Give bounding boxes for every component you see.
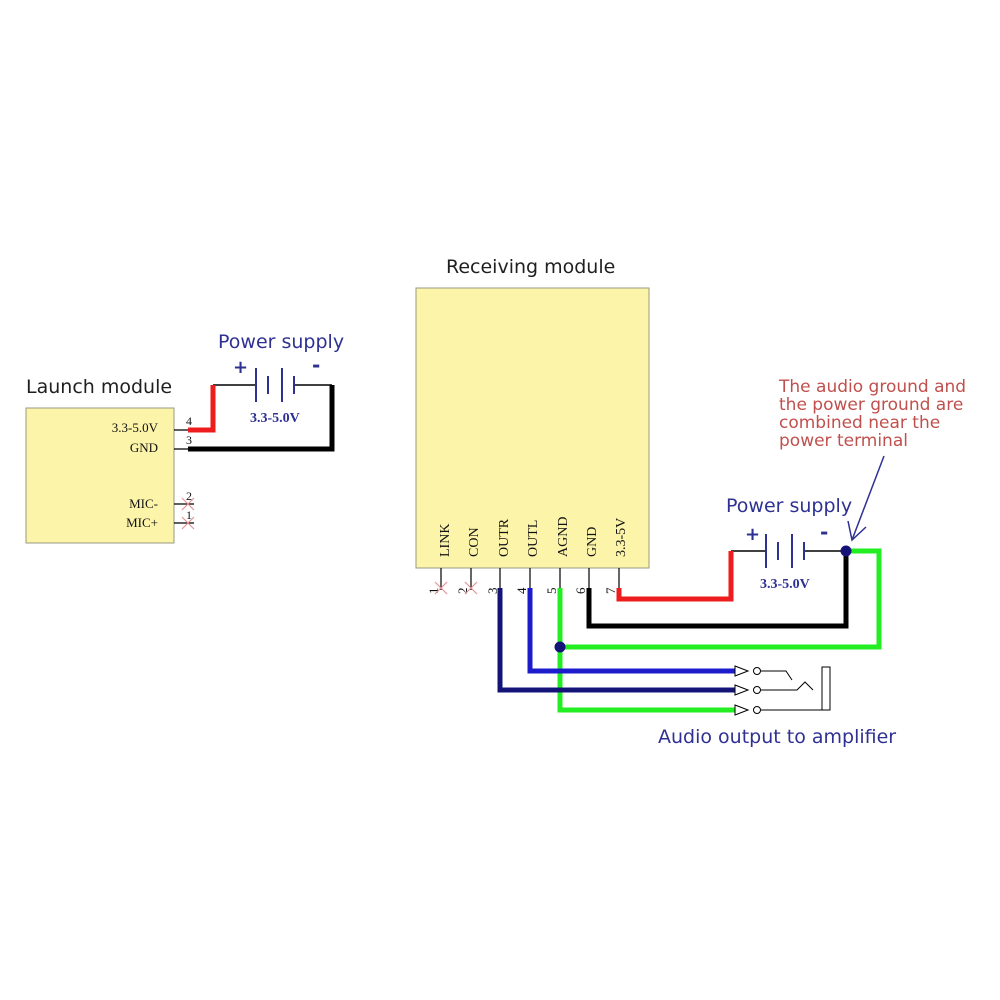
launch-pin-number-3: 3 — [186, 433, 192, 447]
receiver-pin-numbers: 1 2 3 4 5 6 7 — [426, 587, 618, 594]
receiver-pin-number-7: 7 — [603, 587, 618, 594]
receiving-module-title: Receiving module — [446, 256, 615, 278]
receiver-pin-label-con: CON — [467, 527, 482, 557]
ground-note-line-3: combined near the — [779, 413, 940, 433]
receiver-power-minus: - — [820, 520, 828, 544]
receiver-pin-label-outl: OUTL — [526, 520, 541, 557]
battery-icon — [213, 368, 332, 402]
power-ground-junction — [840, 545, 852, 557]
receiver-blue-wire — [527, 588, 735, 674]
launch-module-box — [25, 407, 175, 544]
receiver-pin-label-vcc: 3.3-5V — [614, 518, 629, 557]
launch-pin-label-gnd: GND — [130, 440, 158, 455]
ground-note-line-4: power terminal — [779, 431, 908, 451]
receiver-red-wire — [616, 551, 734, 602]
arrow-icon — [847, 455, 885, 542]
receiver-pin-label-outr: OUTR — [497, 518, 512, 557]
audio-ground-junction — [554, 641, 566, 653]
receiver-power-voltage: 3.3-5.0V — [760, 577, 810, 592]
receiver-pin-labels: LINK CON OUTR OUTL AGND GND 3.3-5V — [438, 517, 629, 557]
receiver-pin-label-gnd: GND — [585, 527, 600, 557]
launch-power-title: Power supply — [218, 331, 344, 353]
receiver-power-plus: + — [745, 524, 760, 545]
ground-note-line-1: The audio ground and — [778, 377, 966, 397]
receiver-pin-label-link: LINK — [438, 524, 453, 557]
launch-power-minus: - — [312, 353, 320, 377]
receiver-power-title: Power supply — [726, 495, 852, 517]
receiver-pin-number-2: 2 — [455, 588, 470, 595]
ground-note-line-2: the power ground are — [779, 395, 963, 415]
receiver-green-wire — [557, 548, 882, 713]
launch-no-connect-mark-2 — [181, 497, 195, 511]
receiver-pin-number-6: 6 — [573, 587, 588, 594]
audio-output-label: Audio output to amplifier — [658, 726, 896, 748]
launch-pin-label-mic-minus: MIC- — [129, 496, 158, 511]
receiver-black-wire — [586, 551, 849, 629]
launch-power-voltage: 3.3-5.0V — [250, 411, 300, 426]
launch-no-connect-mark-1 — [181, 516, 195, 530]
receiver-pin-label-agnd: AGND — [556, 517, 571, 557]
launch-pin-number-2: 2 — [186, 489, 192, 503]
receiving-module-box — [415, 287, 650, 569]
receiver-navy-wire — [497, 588, 735, 693]
receiver-pin-stubs — [440, 568, 620, 590]
receiver-pin-number-4: 4 — [514, 587, 529, 594]
battery-icon — [731, 534, 846, 568]
receiver-pin-number-1: 1 — [426, 588, 441, 595]
receiver-no-connect-mark-2 — [464, 581, 478, 595]
receiver-pin-number-3: 3 — [485, 588, 500, 595]
launch-pin-label-mic-plus: MIC+ — [126, 515, 158, 530]
launch-module-title: Launch module — [26, 376, 172, 398]
launch-pin-number-1: 1 — [186, 508, 192, 522]
receiver-pin-number-5: 5 — [544, 588, 559, 595]
launch-black-wire — [188, 385, 335, 452]
ground-note: The audio ground and the power ground ar… — [778, 377, 966, 451]
launch-power-plus: + — [233, 357, 248, 378]
audio-jack-icon — [734, 665, 831, 716]
launch-pin-number-4: 4 — [186, 414, 192, 428]
launch-red-wire — [188, 385, 216, 433]
launch-pin-label-vcc: 3.3-5.0V — [112, 420, 159, 435]
receiver-no-connect-mark-1 — [434, 581, 448, 595]
